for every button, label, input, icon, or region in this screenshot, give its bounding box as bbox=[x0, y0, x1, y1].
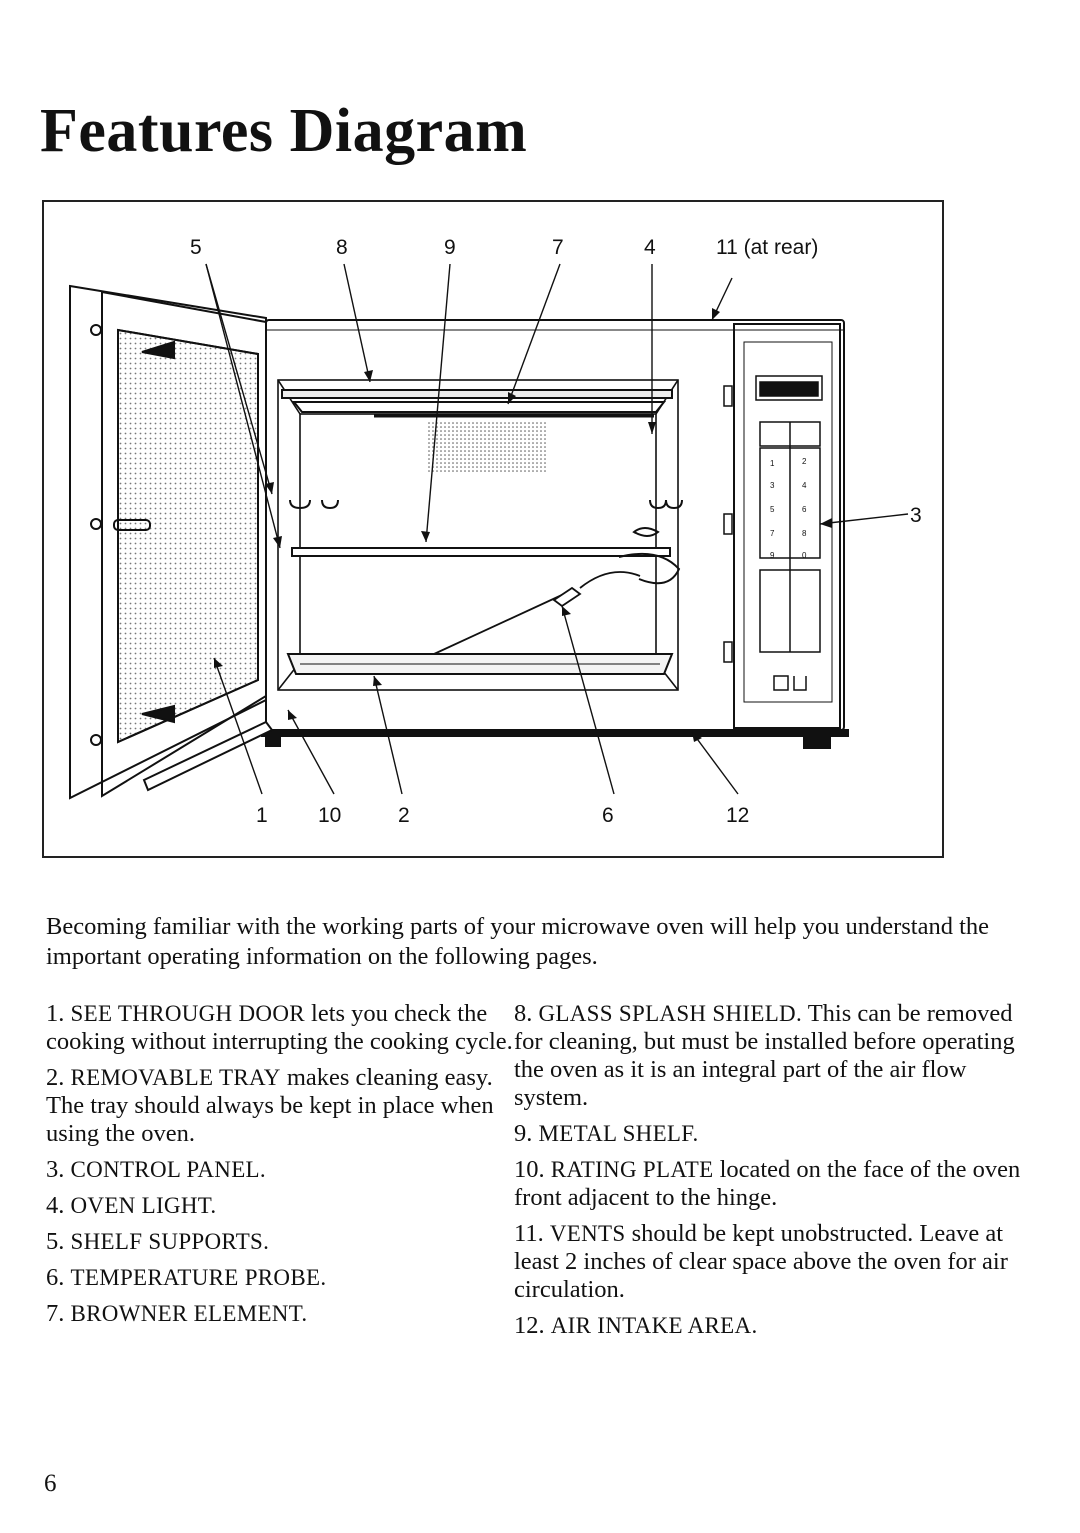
callout-5: 5 bbox=[190, 236, 202, 259]
feature-item: 11. VENTS should be kept unobstructed. L… bbox=[514, 1220, 1008, 1303]
keypad-digit: 6 bbox=[802, 505, 807, 514]
callout-4: 4 bbox=[644, 236, 656, 259]
callout-3: 3 bbox=[910, 504, 922, 527]
keypad-digit: 2 bbox=[802, 457, 807, 466]
oven-cavity bbox=[277, 379, 679, 691]
temperature-probe bbox=[433, 571, 641, 655]
keypad: 1 2 3 4 5 6 7 8 9 0 bbox=[770, 457, 807, 560]
page-number: 6 bbox=[44, 1470, 57, 1497]
keypad-digit: 0 bbox=[802, 551, 807, 560]
callout-10: 10 bbox=[318, 804, 341, 827]
feature-item: 9. METAL SHELF. bbox=[514, 1120, 699, 1147]
callout-9: 9 bbox=[444, 236, 456, 259]
feature-item: 7. BROWNER ELEMENT. bbox=[46, 1300, 308, 1327]
feature-item: 4. OVEN LIGHT. bbox=[46, 1192, 217, 1219]
features-diagram: 1 2 3 4 5 6 7 8 9 0 bbox=[42, 200, 944, 858]
removable-tray bbox=[286, 653, 674, 675]
feature-item: 5. SHELF SUPPORTS. bbox=[46, 1228, 270, 1255]
callout-7: 7 bbox=[552, 236, 564, 259]
page-title: Features Diagram bbox=[40, 97, 528, 165]
feature-item: 2. REMOVABLE TRAY makes cleaning easy. T… bbox=[46, 1064, 494, 1147]
keypad-digit: 7 bbox=[770, 529, 775, 538]
keypad-digit: 9 bbox=[770, 551, 775, 560]
keypad-digit: 3 bbox=[770, 481, 775, 490]
callout-8: 8 bbox=[336, 236, 348, 259]
callout-11: 11 (at rear) bbox=[716, 236, 818, 259]
feature-list-right: 8. GLASS SPLASH SHIELD. This can be remo… bbox=[514, 1000, 1024, 1348]
feature-item: 1. SEE THROUGH DOOR lets you check the c… bbox=[46, 1000, 513, 1055]
feature-item: 8. GLASS SPLASH SHIELD. This can be remo… bbox=[514, 1000, 1015, 1111]
see-through-door bbox=[69, 284, 274, 800]
feature-item: 12. AIR INTAKE AREA. bbox=[514, 1312, 758, 1339]
top-callouts: 5 8 9 7 4 11 (at rear) bbox=[190, 236, 818, 259]
callout-12: 12 bbox=[726, 804, 749, 827]
control-panel bbox=[723, 375, 823, 691]
keypad-digit: 4 bbox=[802, 481, 807, 490]
intro-paragraph: Becoming familiar with the working parts… bbox=[46, 913, 990, 970]
leader-lines bbox=[205, 263, 909, 795]
callout-2: 2 bbox=[398, 804, 410, 827]
feature-item: 3. CONTROL PANEL. bbox=[46, 1156, 266, 1183]
keypad-digit: 8 bbox=[802, 529, 807, 538]
callout-1: 1 bbox=[256, 804, 268, 827]
microwave-illustration: 1 2 3 4 5 6 7 8 9 0 bbox=[69, 236, 922, 827]
browner-element bbox=[281, 389, 673, 418]
keypad-digit: 1 bbox=[770, 459, 775, 468]
metal-shelf bbox=[289, 499, 683, 585]
callout-6: 6 bbox=[602, 804, 614, 827]
bottom-callouts: 1 10 2 6 12 bbox=[256, 804, 749, 827]
feature-list-left: 1. SEE THROUGH DOOR lets you check the c… bbox=[46, 1000, 516, 1336]
keypad-digit: 5 bbox=[770, 505, 775, 514]
arrowheads bbox=[214, 308, 832, 742]
feature-item: 10. RATING PLATE located on the face of … bbox=[514, 1156, 1021, 1211]
feature-item: 6. TEMPERATURE PROBE. bbox=[46, 1264, 327, 1291]
